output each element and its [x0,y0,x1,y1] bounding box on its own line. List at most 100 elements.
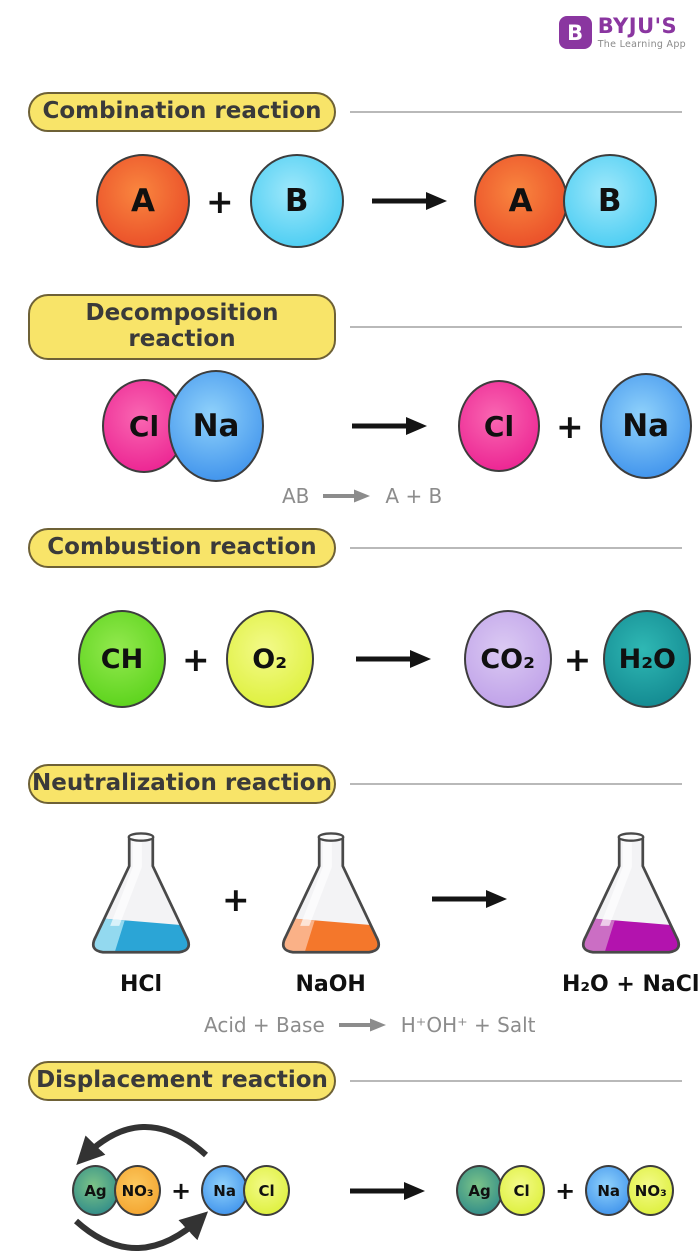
plus-sign: + [206,181,234,221]
flask-naoh-group: NaOH [272,828,390,997]
section-title: Displacement reaction [36,1067,328,1093]
plus-sign: + [556,406,584,446]
formula-right: H⁺OH⁺ + Salt [400,1013,536,1037]
section-title-pill: Decomposition reaction [28,294,336,360]
product-co2-label: CO₂ [480,643,535,675]
product-co2-circle: CO₂ [463,610,552,708]
plus-sign: + [555,1176,576,1205]
section-header-displacement: Displacement reaction [28,1061,682,1101]
product-b-label: B [597,183,622,219]
neutralization-formula: Acid + Base H⁺OH⁺ + Salt [204,1013,700,1037]
brand-tagline: The Learning App [597,39,686,50]
reactant-cl-label: Cl [128,409,160,443]
reactant-clna-pair: Cl Na [102,370,264,482]
plus-sign: + [171,1176,192,1205]
product-no3-label: NO₃ [634,1181,667,1200]
product-ab-pair: A B [473,154,657,248]
section-header-combination: Combination reaction [28,92,682,132]
product-ag-label: Ag [468,1181,491,1200]
product-ag-circle: Ag [456,1165,504,1216]
plus-sign: + [222,880,250,919]
product-na-circle: Na [599,373,692,479]
section-title: Combustion reaction [47,534,317,560]
reaction-arrow-icon [371,192,447,210]
flask-naoh-label: NaOH [295,972,366,997]
section-title-pill: Combustion reaction [28,528,336,568]
reactant-na-label: Na [192,408,240,444]
section-title: Decomposition reaction [85,300,279,352]
flask-product-icon [581,832,680,954]
product-cl-circle: Cl [458,380,540,472]
reactant-o2-circle: O₂ [225,610,314,708]
product-na-label: Na [622,408,670,444]
reactant-b-circle: B [249,154,344,248]
reactant-agno3-pair: Ag NO₃ [72,1165,161,1216]
gray-arrow-icon [323,489,371,503]
formula-left: AB [282,484,310,508]
displacement-reactants: Ag NO₃ + Na Cl [72,1124,291,1251]
product-a-label: A [508,183,533,219]
reactant-no3-label: NO₃ [121,1181,154,1200]
product-na-circle: Na [585,1165,633,1216]
reactant-o2-label: O₂ [252,643,288,675]
divider-line [350,547,682,549]
reactant-nacl-pair: Na Cl [201,1165,291,1216]
reactant-no3-circle: NO₃ [114,1165,161,1216]
reactant-cl-label: Cl [258,1181,275,1200]
reactant-ag-circle: Ag [72,1165,119,1216]
reactant-ch-circle: CH [78,610,166,708]
reactant-ag-label: Ag [84,1181,107,1200]
flask-hcl-group: HCl [82,828,200,997]
product-a-circle: A [473,154,568,248]
section-header-combustion: Combustion reaction [28,528,682,568]
decomposition-formula: AB A + B [282,484,700,508]
flask-hcl-icon [91,832,191,954]
product-agcl-pair: Ag Cl [456,1165,546,1216]
combustion-diagram: CH + O₂ CO₂ + H₂O [0,610,700,708]
product-cl-circle: Cl [498,1165,546,1216]
section-header-neutralization: Neutralization reaction [28,764,682,804]
product-no3-circle: NO₃ [627,1165,675,1216]
divider-line [350,326,682,328]
divider-line [350,111,682,113]
neutralization-diagram: HCl + NaOH H₂O + NaCl [0,828,700,997]
section-header-decomposition: Decomposition reaction [28,294,682,360]
byjus-logo-letter: B [567,20,584,45]
reaction-arrow-icon [350,1181,426,1200]
reactant-na-circle: Na [168,370,264,482]
divider-line [350,1080,682,1082]
plus-sign: + [182,639,210,679]
formula-right: A + B [385,484,443,508]
byjus-logo: B BYJU'S The Learning App [558,14,686,60]
formula-left: Acid + Base [204,1013,325,1037]
flask-product-label: H₂O + NaCl [561,972,700,997]
reaction-arrow-icon [352,417,427,435]
divider-line [350,783,682,785]
product-na-label: Na [597,1181,621,1200]
flask-product-group: H₂O + NaCl [562,828,699,997]
section-title: Neutralization reaction [32,770,332,796]
byjus-logo-icon: B [558,16,592,49]
decomposition-diagram: Cl Na Cl + Na [0,370,700,482]
gray-arrow-icon [338,1018,386,1032]
header-bar: B BYJU'S The Learning App [0,0,700,60]
product-cl-label: Cl [513,1181,530,1200]
displacement-diagram: Ag NO₃ + Na Cl Ag Cl + Na [0,1124,700,1251]
product-cl-label: Cl [483,409,515,443]
combination-diagram: A + B A B [0,154,700,248]
product-h2o-circle: H₂O [603,610,692,708]
reactant-a-label: A [131,183,155,219]
section-title-pill: Combination reaction [28,92,336,132]
reaction-arrow-icon [355,650,431,668]
reactant-a-circle: A [96,154,190,248]
flask-hcl-label: HCl [119,972,163,997]
product-b-circle: B [562,154,657,248]
reactant-ch-label: CH [100,643,144,675]
product-nano3-pair: Na NO₃ [585,1165,675,1216]
reactant-cl-circle: Cl [243,1165,291,1216]
reactant-b-label: B [284,183,309,219]
brand-name: BYJU'S [597,14,678,38]
flask-naoh-icon [281,832,380,954]
plus-sign: + [563,639,592,679]
section-title-pill: Neutralization reaction [28,764,336,804]
